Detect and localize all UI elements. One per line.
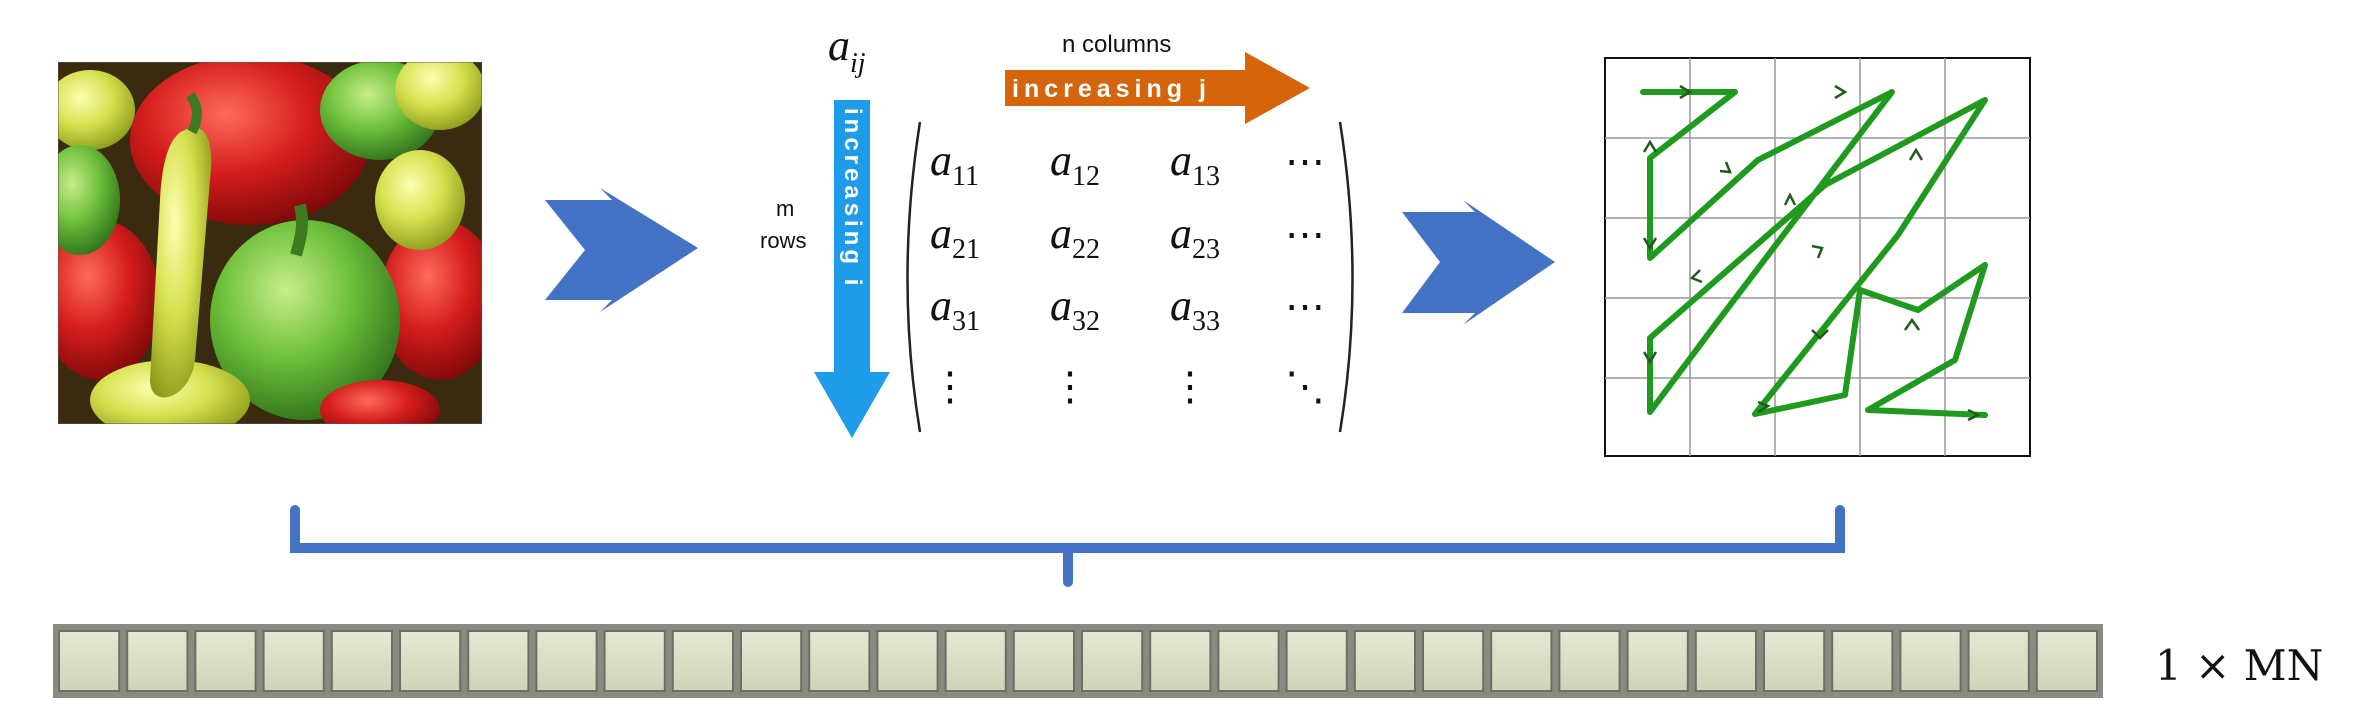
right-arrow-1 bbox=[545, 188, 698, 312]
matrix-cell: a32 bbox=[1050, 281, 1100, 337]
vector-size-label: 1 × MN bbox=[2155, 641, 2323, 690]
zigzag-scan-grid bbox=[1604, 57, 2031, 457]
svg-text:increasing j: increasing j bbox=[1012, 75, 1211, 103]
vector-cell bbox=[262, 630, 325, 692]
vector-cell bbox=[1353, 630, 1417, 692]
matrix-cell: ⋮ bbox=[930, 364, 970, 410]
rows-label-m: m bbox=[776, 196, 794, 221]
increasing-i-arrow: increasing i bbox=[814, 100, 890, 438]
vector-cell bbox=[467, 630, 530, 692]
rows-label-rows: rows bbox=[760, 228, 806, 253]
vector-cell bbox=[808, 630, 871, 692]
grouping-brace bbox=[290, 505, 1845, 587]
vector-cell bbox=[1967, 630, 2030, 692]
matrix-right-paren bbox=[1338, 121, 1354, 433]
matrix-cell: a33 bbox=[1170, 281, 1220, 337]
increasing-j-arrow: increasing j bbox=[1005, 52, 1310, 124]
vector-cell bbox=[1763, 630, 1826, 692]
matrix-cell: ⋱ bbox=[1285, 364, 1325, 410]
vector-cell bbox=[1081, 630, 1144, 692]
matrix-header: aij bbox=[828, 21, 866, 79]
vector-cell bbox=[1694, 630, 1758, 692]
vector-cell bbox=[194, 630, 257, 692]
svg-text:increasing i: increasing i bbox=[839, 108, 866, 289]
vector-cell bbox=[1285, 630, 1348, 692]
matrix-cell: a31 bbox=[930, 281, 980, 337]
vector-cell bbox=[1899, 630, 1962, 692]
vector-cell bbox=[399, 630, 462, 692]
matrix-cell: ⋮ bbox=[1170, 364, 1210, 410]
vector-cell bbox=[330, 630, 393, 692]
vector-cell bbox=[2035, 630, 2099, 692]
peppers-image bbox=[58, 62, 482, 424]
vector-cell bbox=[671, 630, 734, 692]
vector-cell bbox=[1831, 630, 1894, 692]
vector-cell bbox=[740, 630, 803, 692]
vector-cell bbox=[1217, 630, 1280, 692]
vector-cell bbox=[1558, 630, 1621, 692]
vector-cell bbox=[876, 630, 939, 692]
vector-cell bbox=[58, 630, 121, 692]
matrix-cell: a23 bbox=[1170, 209, 1220, 265]
vector-cell bbox=[1422, 630, 1485, 692]
vector-cell bbox=[1149, 630, 1212, 692]
pixel-vector bbox=[53, 624, 2103, 698]
matrix-left-paren bbox=[906, 121, 922, 433]
columns-label: n columns bbox=[1062, 31, 1171, 58]
matrix-cell: ⋯ bbox=[1285, 212, 1325, 258]
matrix-cell: a22 bbox=[1050, 209, 1100, 265]
vector-cell bbox=[126, 630, 189, 692]
matrix-cell: ⋮ bbox=[1050, 364, 1090, 410]
vector-cell bbox=[1626, 630, 1689, 692]
vector-cell bbox=[603, 630, 666, 692]
matrix-cell: ⋯ bbox=[1285, 284, 1325, 330]
zigzag-path bbox=[1640, 89, 1988, 418]
matrix-cell: a13 bbox=[1170, 136, 1220, 192]
matrix-cell: ⋯ bbox=[1285, 139, 1325, 185]
vector-cell bbox=[944, 630, 1007, 692]
matrix-block: aij n columns increasing j m rows increa… bbox=[760, 21, 1354, 438]
matrix-cell: a21 bbox=[930, 209, 980, 265]
matrix-cell: a12 bbox=[1050, 136, 1100, 192]
vector-cell bbox=[1012, 630, 1075, 692]
vector-cell bbox=[1490, 630, 1553, 692]
matrix-cell: a11 bbox=[930, 136, 979, 192]
vector-cell bbox=[535, 630, 598, 692]
right-arrow-2 bbox=[1402, 200, 1555, 325]
